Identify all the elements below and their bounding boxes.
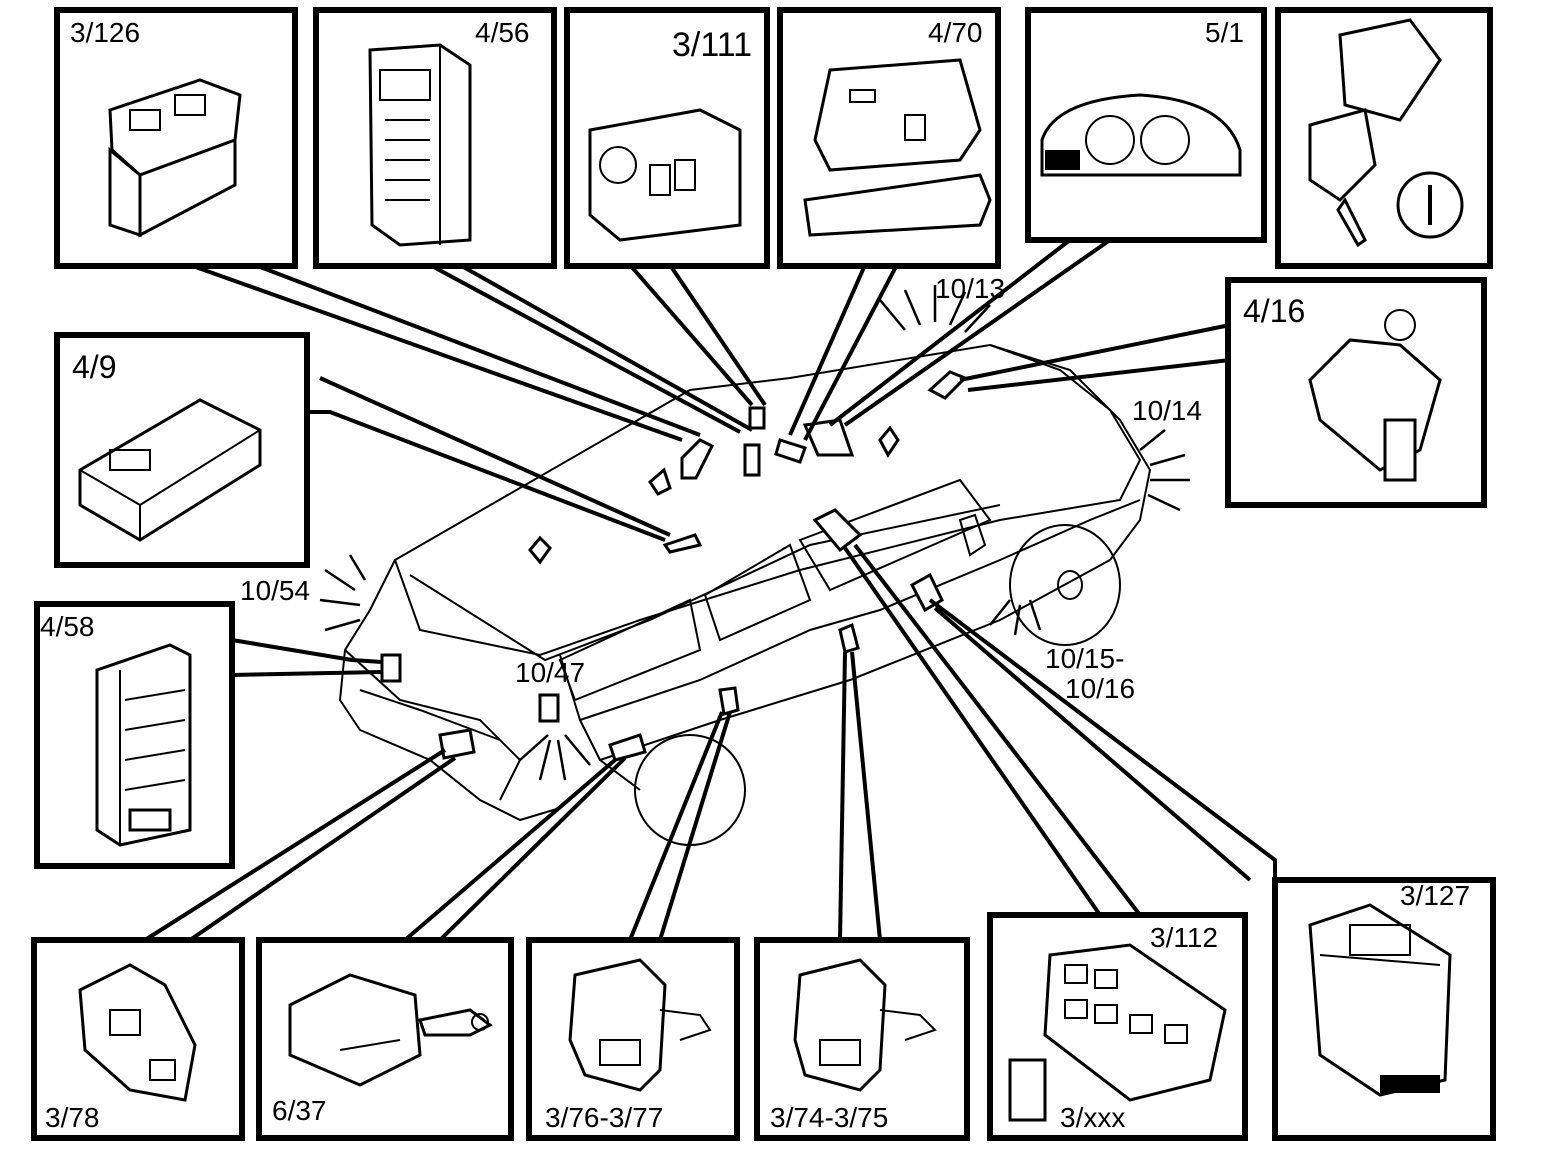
callout-4-58: 4/58 (34, 601, 235, 869)
control-module-icon (368, 43, 472, 247)
callout-3-78: 3/78 (31, 937, 245, 1141)
label-3-xxx: 3/xxx (1060, 1102, 1125, 1133)
electronic-module-icon (78, 398, 262, 542)
label-4-58: 4/58 (40, 611, 95, 642)
label-3-78: 3/78 (45, 1102, 100, 1133)
label-3-127: 3/127 (1400, 880, 1470, 911)
label-10-54: 10/54 (240, 575, 310, 606)
label-10-16: 10/16 (1065, 673, 1135, 704)
light-rays (319, 285, 1190, 781)
label-4-9: 4/9 (72, 349, 116, 385)
leader-lines (143, 238, 1277, 942)
callout-3-76-3-77: 3/76-3/77 (526, 937, 740, 1141)
label-3-111: 3/111 (672, 26, 752, 64)
headlight-switch-icon (588, 108, 742, 242)
label-3-76-3-77: 3/76-3/77 (545, 1102, 663, 1133)
door-switch-panel-icon (1008, 943, 1227, 1122)
window-switch-icon-2 (1308, 903, 1452, 1097)
callout-ignition-key (1275, 7, 1493, 269)
label-3-112: 3/112 (1150, 922, 1218, 953)
relay-module-icon (95, 643, 192, 847)
label-3-74-3-75: 3/74-3/75 (770, 1102, 888, 1133)
callout-3-111: 3/111 (564, 7, 770, 269)
front-door-lock-icon (793, 958, 937, 1092)
ignition-switch-icon (1308, 309, 1442, 482)
key-fob-icon (1308, 18, 1464, 248)
callout-3-74-3-75: 3/74-3/75 (754, 937, 970, 1141)
label-10-47: 10/47 (515, 657, 585, 688)
callout-4-16: 4/16 (1225, 277, 1487, 508)
callout-6-37: 6/37 (256, 937, 514, 1141)
label-3-126: 3/126 (70, 17, 140, 48)
car-illustration (338, 343, 1152, 846)
fuel-door-actuator-icon (288, 973, 493, 1087)
callout-5-1: 5/1 (1025, 7, 1267, 243)
label-4-16: 4/16 (1243, 293, 1305, 329)
callout-3-127: 3/127 (1272, 877, 1496, 1141)
callout-4-56: 4/56 (313, 7, 557, 269)
label-6-37: 6/37 (272, 1095, 327, 1126)
callout-4-70: 4/70 (777, 7, 1001, 269)
component-markers (380, 370, 968, 762)
window-switch-icon (108, 78, 242, 238)
rearview-mirror-icon (803, 58, 992, 237)
instrument-cluster-icon (1040, 93, 1242, 177)
label-10-13: 10/13 (935, 273, 1005, 304)
callout-4-9: 4/9 (54, 332, 310, 568)
tailgate-lock-icon (78, 963, 197, 1102)
label-5-1: 5/1 (1205, 17, 1244, 48)
label-4-70: 4/70 (928, 17, 983, 48)
rear-door-lock-icon (568, 958, 712, 1092)
callout-3-126: 3/126 (54, 7, 298, 269)
label-10-14: 10/14 (1132, 395, 1202, 426)
label-10-15: 10/15- (1045, 643, 1124, 674)
label-4-56: 4/56 (475, 17, 530, 48)
callout-3-112: 3/112 3/xxx (987, 912, 1248, 1141)
